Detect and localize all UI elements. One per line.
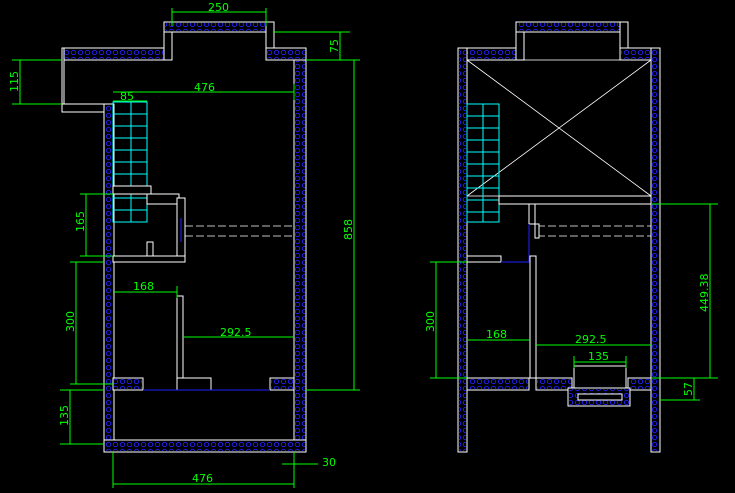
r-partition-jamb (528, 203, 536, 225)
beam-dashed (180, 218, 294, 242)
partition-lower-stub (146, 241, 154, 257)
r-dim-window-width: 135 (588, 350, 609, 363)
center-partition (176, 295, 184, 391)
dim-wall-thickness: 30 (322, 456, 336, 469)
window-box (573, 365, 627, 389)
partition-step (146, 193, 180, 205)
dim-top-offset: 75 (328, 39, 341, 53)
dim-height-total: 858 (342, 219, 355, 240)
dim-room-height: 300 (64, 311, 77, 332)
partition-lower (112, 255, 186, 263)
r-dim-height: 449.38 (698, 274, 711, 313)
r-beam-dashed (534, 223, 651, 239)
r-stair-block (466, 103, 500, 223)
right-dimensions: 300 168 292.5 135 449.38 57 (424, 203, 718, 401)
r-dim-bottom-offset: 57 (682, 382, 695, 396)
left-projection-edge (61, 47, 65, 109)
r-room-top (466, 255, 502, 263)
r-center-partition (529, 255, 537, 379)
dim-hall-width: 292.5 (220, 326, 252, 339)
dim-room-width: 168 (133, 280, 154, 293)
r-dim-hall-width: 292.5 (575, 333, 607, 346)
dim-opening: 165 (74, 211, 87, 232)
window-pane (577, 393, 623, 401)
stair-block (112, 101, 148, 223)
left-dimensions: 250 75 115 476 85 858 (8, 1, 360, 488)
dim-inner-width: 476 (194, 81, 215, 94)
dim-left-projection: 115 (8, 71, 21, 92)
center-partition-foot (176, 377, 212, 391)
dim-stair-width: 85 (120, 90, 134, 103)
r-dim-room-height: 300 (424, 311, 437, 332)
r-partition-top (498, 195, 652, 205)
partition-upper (112, 185, 152, 195)
right-floor-plan: 300 168 292.5 135 449.38 57 (424, 21, 718, 453)
r-dim-room-width: 168 (486, 328, 507, 341)
left-floor-plan: 250 75 115 476 85 858 (8, 1, 360, 488)
dim-bottom-width: 476 (192, 472, 213, 485)
dim-top-width: 250 (208, 1, 229, 14)
dim-bottom-gap: 135 (58, 405, 71, 426)
